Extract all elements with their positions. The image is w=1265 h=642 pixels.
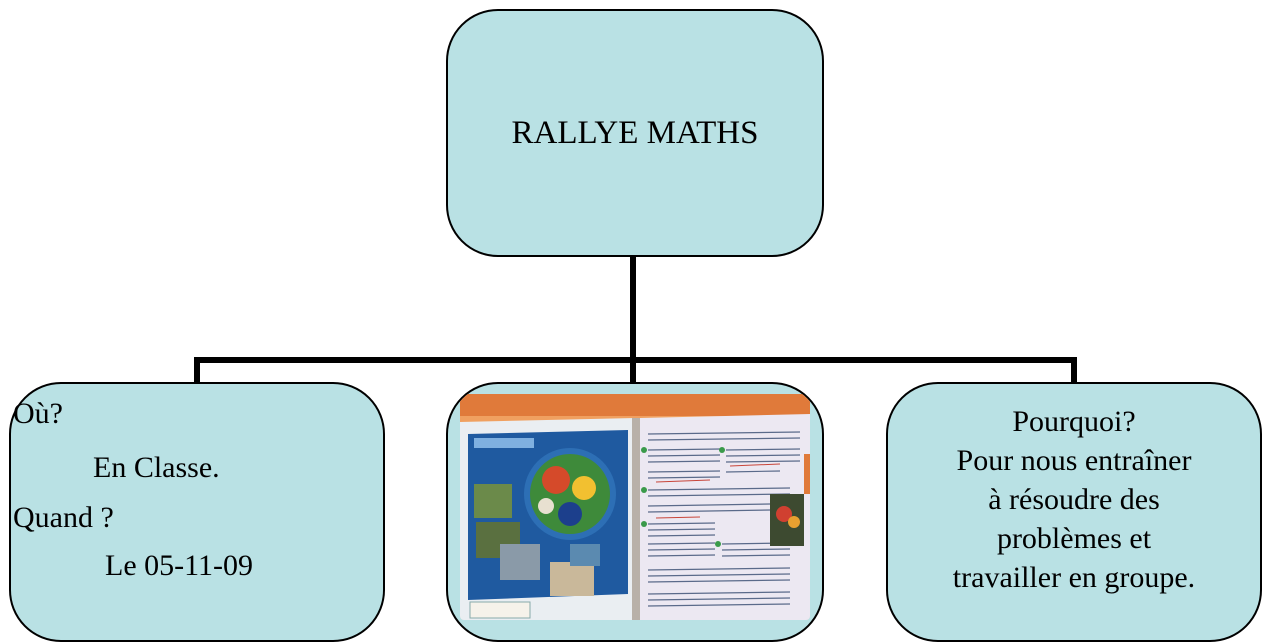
why-line-2: à résoudre des — [988, 483, 1160, 516]
root-node: RALLYE MATHS — [446, 9, 824, 257]
connector-right-drop — [1071, 357, 1077, 384]
textbook-photo — [460, 394, 810, 620]
when-label: Quand ? — [13, 501, 114, 534]
left-node: Où? En Classe. Quand ? Le 05-11-09 — [9, 382, 385, 642]
why-label: Pourquoi? — [1012, 405, 1136, 438]
connector-left-drop — [194, 357, 200, 384]
where-label: Où? — [13, 397, 63, 430]
when-value: Le 05-11-09 — [105, 549, 254, 582]
where-value: En Classe. — [93, 451, 220, 484]
middle-node — [446, 382, 824, 642]
why-line-1: Pour nous entraîner — [956, 444, 1192, 477]
root-title: RALLYE MATHS — [511, 114, 759, 151]
why-line-4: travailler en groupe. — [952, 561, 1196, 594]
why-line-3: problèmes et — [996, 522, 1152, 555]
connector-root-vertical — [630, 257, 636, 362]
connector-mid-drop — [630, 357, 636, 384]
right-node: Pourquoi? Pour nous entraîner à résoudre… — [886, 382, 1262, 642]
